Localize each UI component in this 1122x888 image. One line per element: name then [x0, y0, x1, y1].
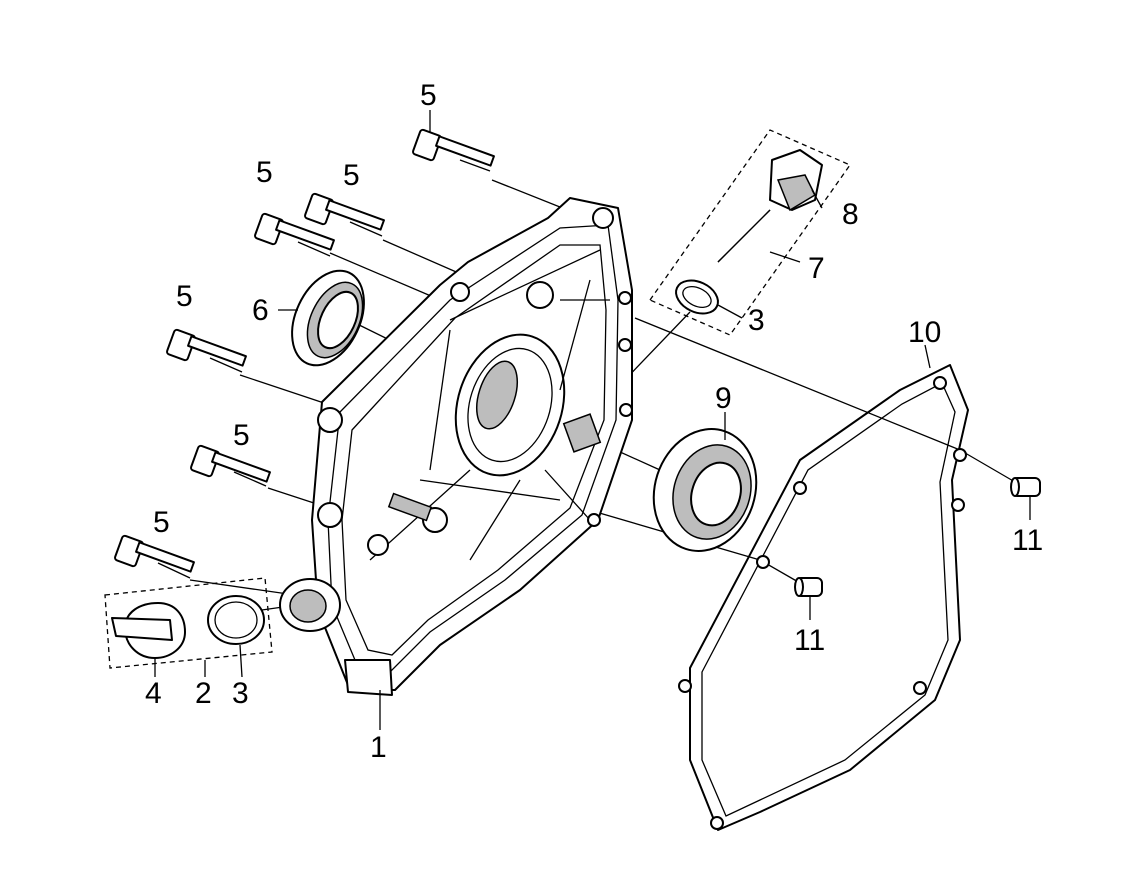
callout-5-upper-right: 5: [343, 159, 360, 192]
callout-10: 10: [908, 316, 941, 349]
callout-5-lower: 5: [233, 419, 250, 452]
callout-leaders: [154, 110, 1031, 730]
callout-6: 6: [252, 294, 269, 327]
bolt-lower: [190, 444, 271, 487]
callout-9: 9: [715, 382, 732, 415]
callout-1: 1: [370, 731, 387, 764]
bearing: [652, 428, 758, 552]
callout-labels: 1 2 3 3 4 5 5 5 5 5 5 6 7 8 9 10 11 11: [145, 79, 1043, 764]
oil-seal: [291, 269, 365, 367]
callout-3-right: 3: [748, 304, 765, 337]
bolts: [114, 128, 495, 579]
bolt-middle: [166, 328, 247, 373]
callout-5-middle: 5: [176, 280, 193, 313]
callout-5-bottom: 5: [153, 506, 170, 539]
callout-11-right: 11: [1012, 524, 1043, 557]
bolt-upper-right: [304, 192, 385, 237]
bolt-bottom: [114, 534, 195, 579]
callout-5-top: 5: [420, 79, 437, 112]
callout-11-center: 11: [794, 624, 825, 657]
bolt-upper-left: [254, 212, 335, 257]
callout-4: 4: [145, 677, 162, 710]
callout-2: 2: [195, 677, 212, 710]
bolt-top: [412, 128, 495, 172]
callout-3-left: 3: [232, 677, 249, 710]
dowel-pin-right: [1010, 477, 1041, 497]
callout-7: 7: [808, 252, 825, 285]
callout-5-upper-left: 5: [256, 156, 273, 189]
crankcase-cover: [279, 197, 633, 696]
drain-plug-kit: [104, 577, 273, 669]
dowel-pins: [794, 477, 1041, 597]
dowel-pin-center: [794, 577, 823, 597]
callout-8: 8: [842, 198, 859, 231]
gasket: [678, 364, 969, 831]
